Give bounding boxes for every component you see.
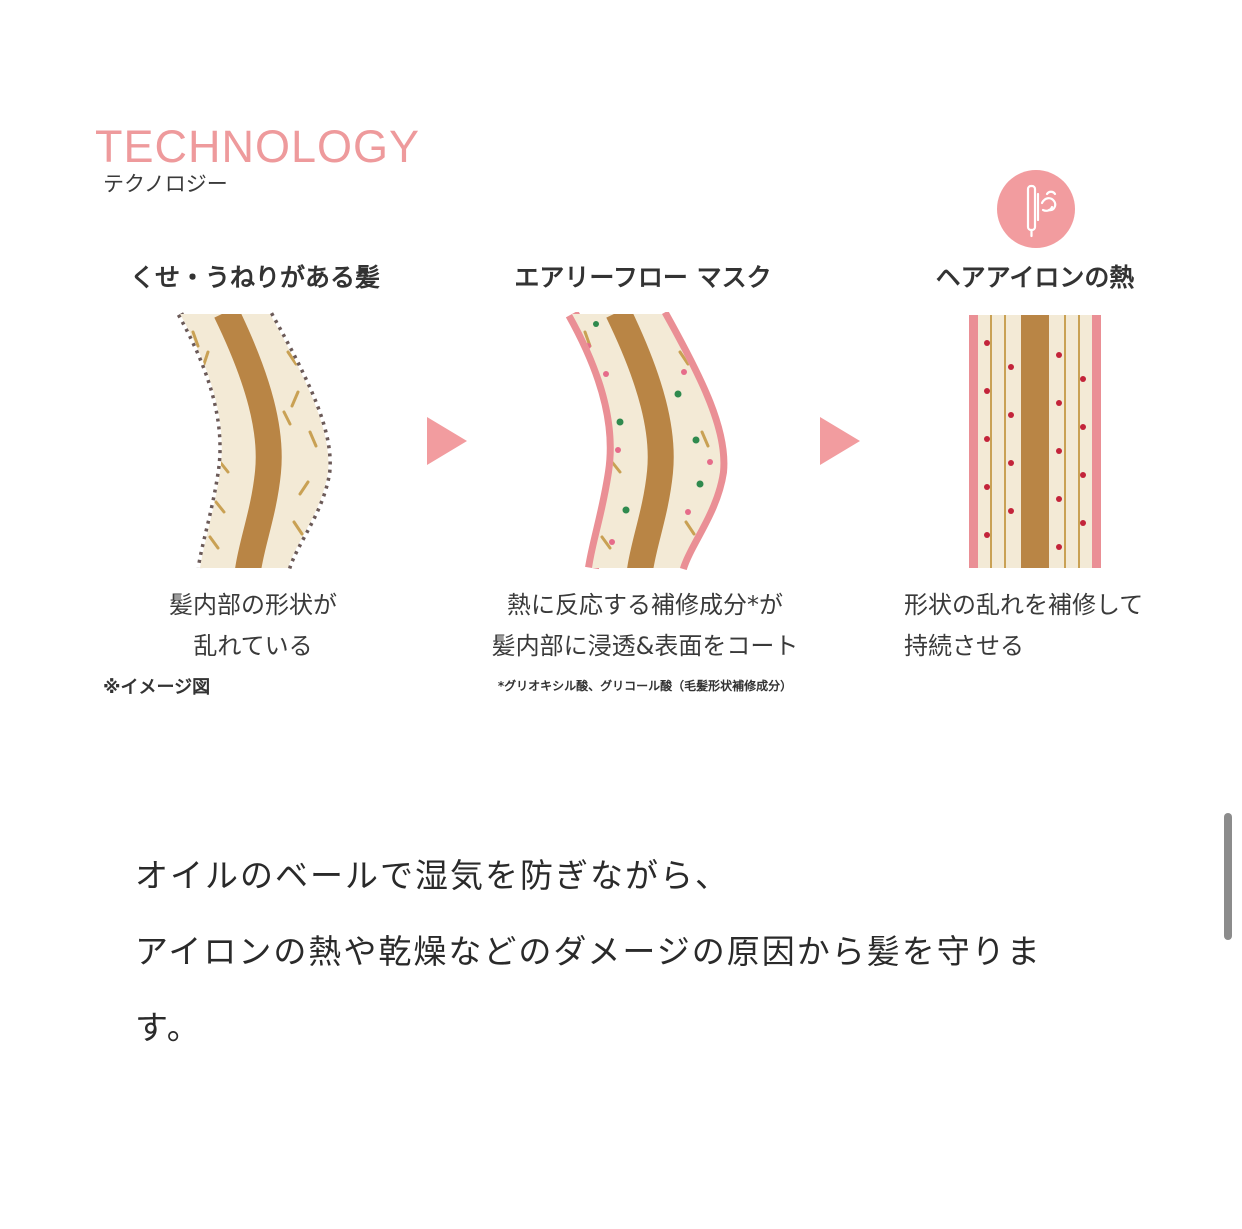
description-text: オイルのベールで湿気を防ぎながら、 アイロンの熱や乾燥などのダメージの原因から髪… (135, 856, 1042, 1047)
image-note: ※イメージ図 (103, 677, 211, 698)
caption-iron-heat: 形状の乱れを補修して 持続させる (904, 591, 1144, 660)
column-heading-frizzy-hair: くせ・うねりがある髪 (129, 263, 380, 292)
column-heading-iron-heat: ヘアアイロンの熱 (935, 263, 1135, 292)
right-triangle-icon (427, 417, 467, 465)
mask-hair-illustration (565, 312, 728, 570)
right-triangle-icon (820, 417, 860, 465)
section-subtitle: テクノロジー (103, 172, 228, 196)
scrollbar-thumb[interactable] (1224, 813, 1232, 940)
ironed-hair-illustration (969, 315, 1101, 568)
column-heading-mask: エアリーフロー マスク (514, 263, 772, 292)
caption-frizzy-hair: 髪内部の形状が 乱れている (169, 591, 337, 660)
frizzy-hair-illustration (176, 312, 332, 570)
section-title: TECHNOLOGY (95, 121, 421, 172)
ingredient-footnote: *グリオキシル酸、グリコール酸（毛髪形状補修成分） (497, 679, 793, 693)
hair-iron-steam-icon (997, 170, 1075, 248)
caption-mask: 熱に反応する補修成分*が 髪内部に浸透&表面をコート (491, 591, 799, 660)
